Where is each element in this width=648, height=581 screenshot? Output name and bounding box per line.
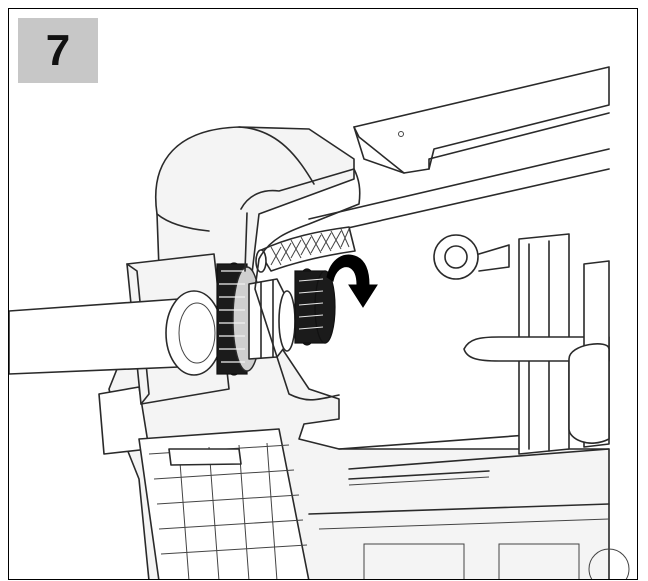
top-rail xyxy=(298,66,610,240)
step-number-badge: 7 xyxy=(18,18,98,83)
front-tray xyxy=(98,386,310,579)
step-number: 7 xyxy=(45,25,71,75)
hose-nut xyxy=(294,268,336,346)
clockwise-arrow-icon xyxy=(326,254,378,308)
assembly-illustration xyxy=(9,66,630,579)
housing-cutaway-edge xyxy=(240,168,361,401)
braided-hose xyxy=(255,226,356,273)
supply-pipe xyxy=(9,290,223,376)
instruction-panel: 7 xyxy=(8,8,638,580)
right-mechanism xyxy=(433,233,610,455)
